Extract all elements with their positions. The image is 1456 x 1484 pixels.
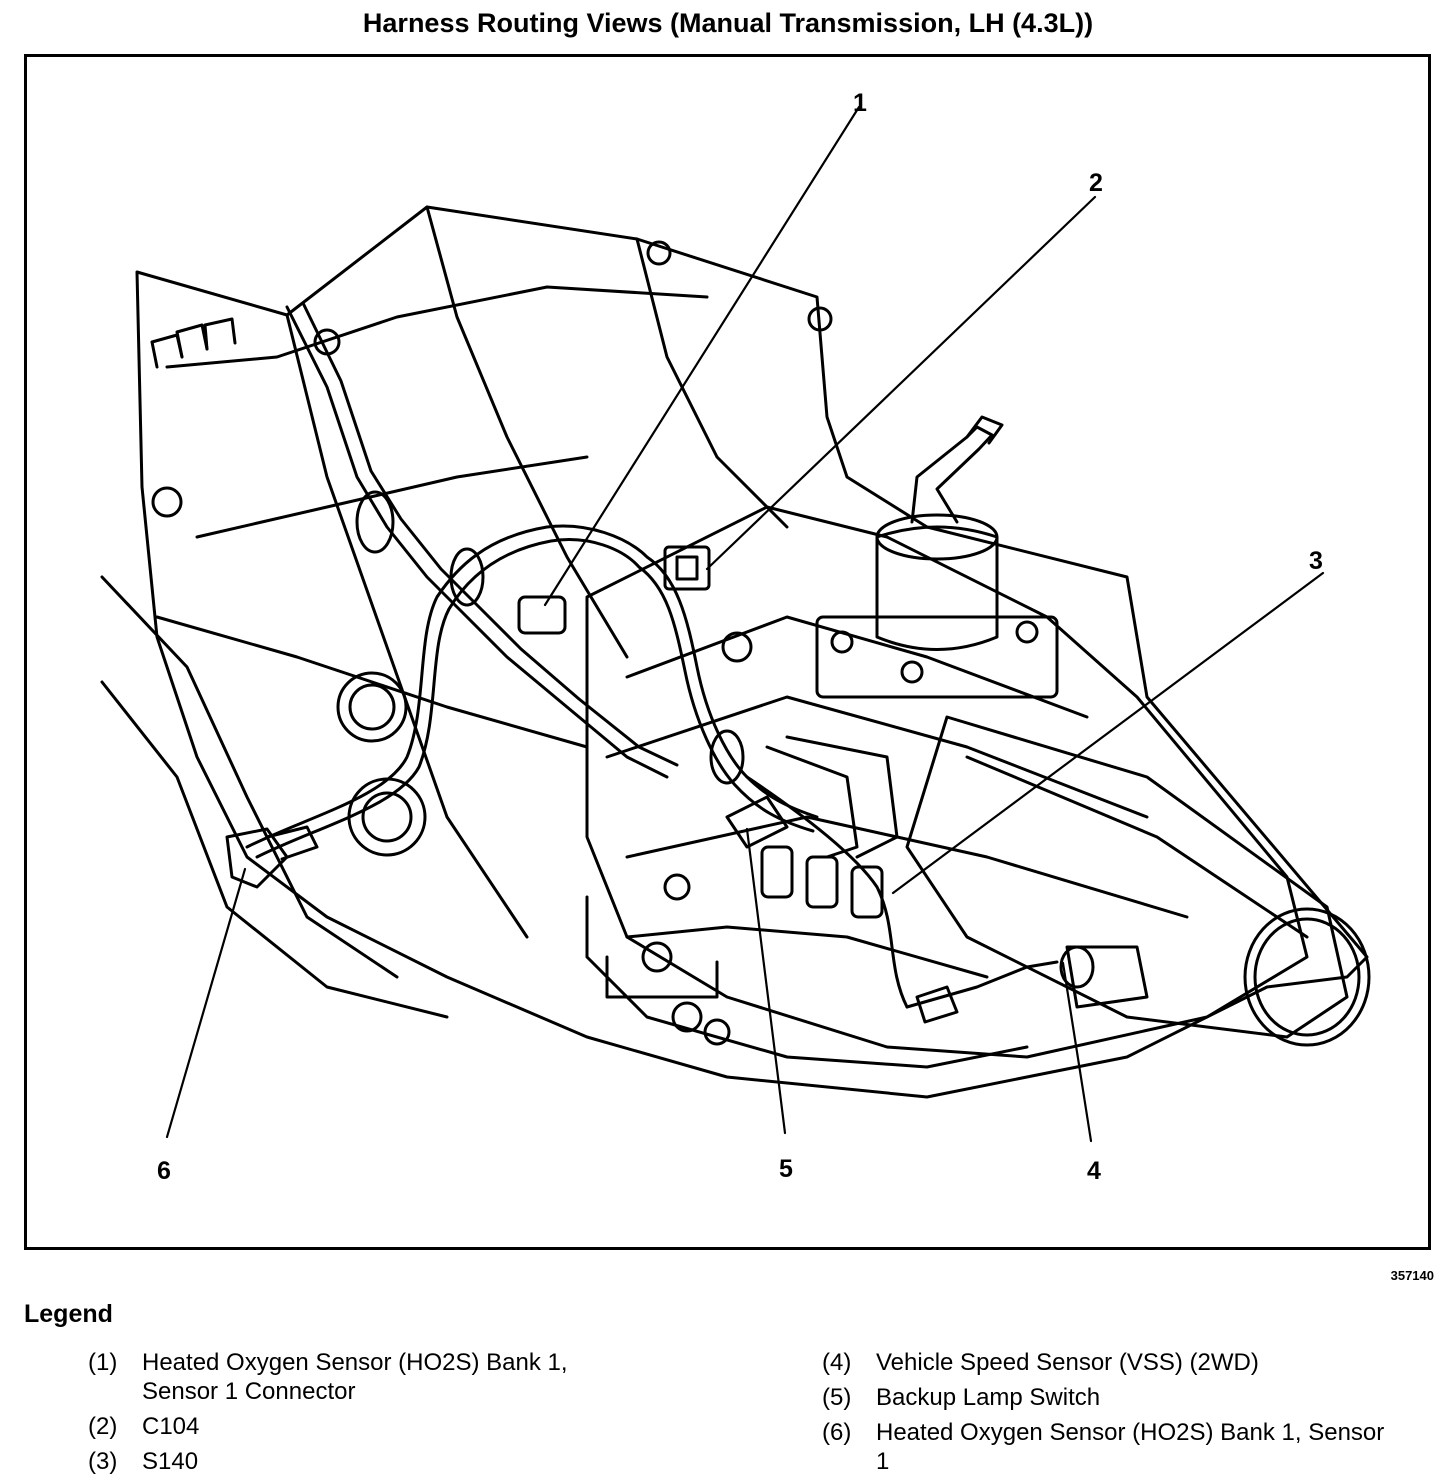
legend-text: Vehicle Speed Sensor (VSS) (2WD) — [876, 1349, 1259, 1376]
output-flange — [1243, 907, 1371, 1047]
leader-5 — [745, 827, 787, 1135]
shift-lever — [910, 425, 994, 524]
legend-number: (1) — [88, 1349, 118, 1376]
leader-2 — [705, 195, 1097, 571]
legend-number: (3) — [88, 1448, 118, 1475]
callout-leaders — [165, 105, 1325, 1143]
legend-text: Backup Lamp Switch — [876, 1384, 1101, 1411]
legend-item: (6) Heated Oxygen Sensor (HO2S) Bank 1, … — [822, 1418, 1392, 1476]
legend-number: (4) — [822, 1349, 852, 1376]
leader-6 — [165, 867, 247, 1139]
legend-text: C104 — [142, 1413, 200, 1440]
legend-text: Heated Oxygen Sensor (HO2S) Bank 1, Sens… — [142, 1349, 568, 1405]
ho2s-sensor — [225, 827, 289, 889]
leader-1 — [543, 105, 861, 607]
legend-column-right: (4) Vehicle Speed Sensor (VSS) (2WD) (5)… — [822, 1348, 1392, 1482]
legend-item: (4) Vehicle Speed Sensor (VSS) (2WD) — [822, 1348, 1392, 1377]
leader-4 — [1061, 961, 1093, 1143]
legend-heading: Legend — [24, 1300, 113, 1328]
callout-6: 6 — [157, 1157, 171, 1185]
legend-item: (5) Backup Lamp Switch — [822, 1383, 1392, 1412]
callout-1: 1 — [853, 89, 867, 117]
callout-2: 2 — [1089, 169, 1103, 197]
leader-3 — [891, 571, 1325, 895]
legend-column-left: (1) Heated Oxygen Sensor (HO2S) Bank 1, … — [88, 1348, 648, 1482]
diagram-title: Harness Routing Views (Manual Transmissi… — [362, 8, 1094, 38]
harness — [245, 524, 819, 849]
tailshaft — [905, 715, 1349, 1039]
callout-4: 4 — [1087, 1157, 1101, 1185]
connector-ho2s — [517, 595, 567, 635]
legend-text: Heated Oxygen Sensor (HO2S) Bank 1, Sens… — [876, 1419, 1385, 1475]
legend-number: (2) — [88, 1413, 118, 1440]
shifter-boot — [875, 525, 999, 651]
callout-5: 5 — [779, 1155, 793, 1183]
illustration-frame: 1 2 3 4 5 6 — [24, 54, 1431, 1250]
bell-housing — [135, 205, 1369, 1099]
legend-item: (1) Heated Oxygen Sensor (HO2S) Bank 1, … — [88, 1348, 648, 1406]
callout-3: 3 — [1309, 547, 1323, 575]
figure-id: 357140 — [1390, 1268, 1434, 1283]
shifter-base — [815, 615, 1059, 699]
legend-number: (5) — [822, 1384, 852, 1411]
legend-item: (3) S140 — [88, 1447, 648, 1476]
legend-number: (6) — [822, 1419, 852, 1446]
transmission-illustration — [100, 205, 1371, 1099]
legend-item: (2) C104 — [88, 1412, 648, 1441]
legend-text: S140 — [142, 1448, 199, 1475]
backup-switch — [725, 795, 789, 849]
